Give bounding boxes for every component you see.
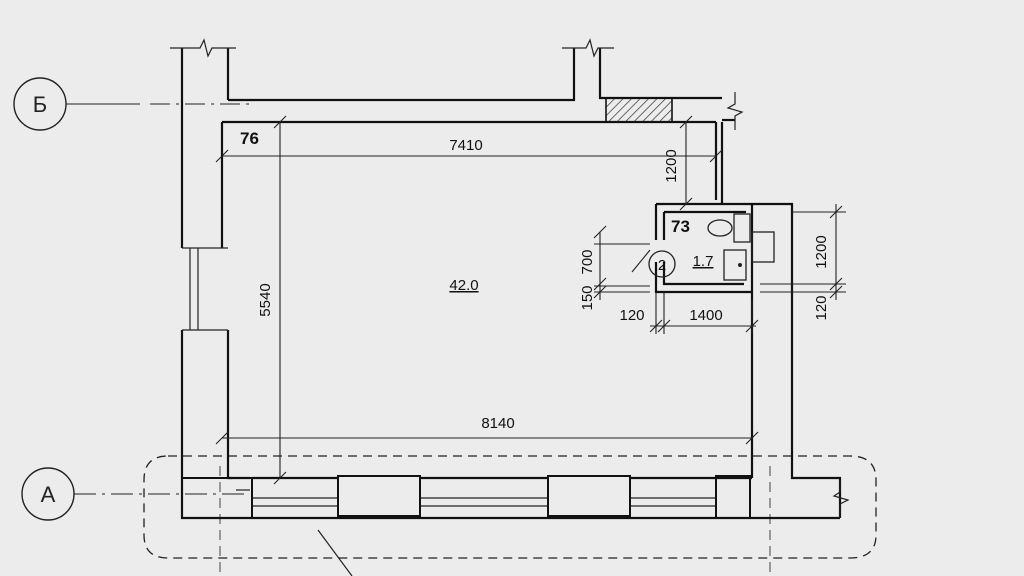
axis-b-label: Б [33,92,47,117]
room-73-circle-number: 2 [658,257,666,274]
dim-bottom-width: 8140 [481,415,514,432]
walls [180,48,842,520]
room-76-area: 42.0 [449,277,478,294]
facade-outline [143,455,877,559]
axis-a-label: А [41,482,56,507]
axis-b-marker: Б [13,77,254,131]
dim-wc-width: 1400 [689,307,722,324]
room-73-circle [648,250,676,278]
dim-wc-height: 1200 [813,235,830,268]
dim-wc-wall-left: 120 [619,307,644,324]
room-73-area: 1.7 [693,253,714,270]
dimension-lines [215,115,846,485]
break-marks [170,38,850,518]
dim-wc-door: 700 [579,249,596,274]
sink-icon [723,249,747,281]
wc-fixtures [707,213,775,281]
room-76-number: 76 [240,129,259,148]
toilet-icon [707,219,733,237]
axis-a-marker: А [21,467,250,521]
hatched-column [605,97,673,123]
dim-top-width: 7410 [449,137,482,154]
room-73-number: 73 [671,217,690,236]
dim-wc-wall-right: 120 [813,295,830,320]
dim-wc-offset: 1200 [663,149,680,182]
dim-wc-door-wall: 150 [579,285,596,310]
dim-left-height: 5540 [257,283,274,316]
leader-line [317,529,353,576]
